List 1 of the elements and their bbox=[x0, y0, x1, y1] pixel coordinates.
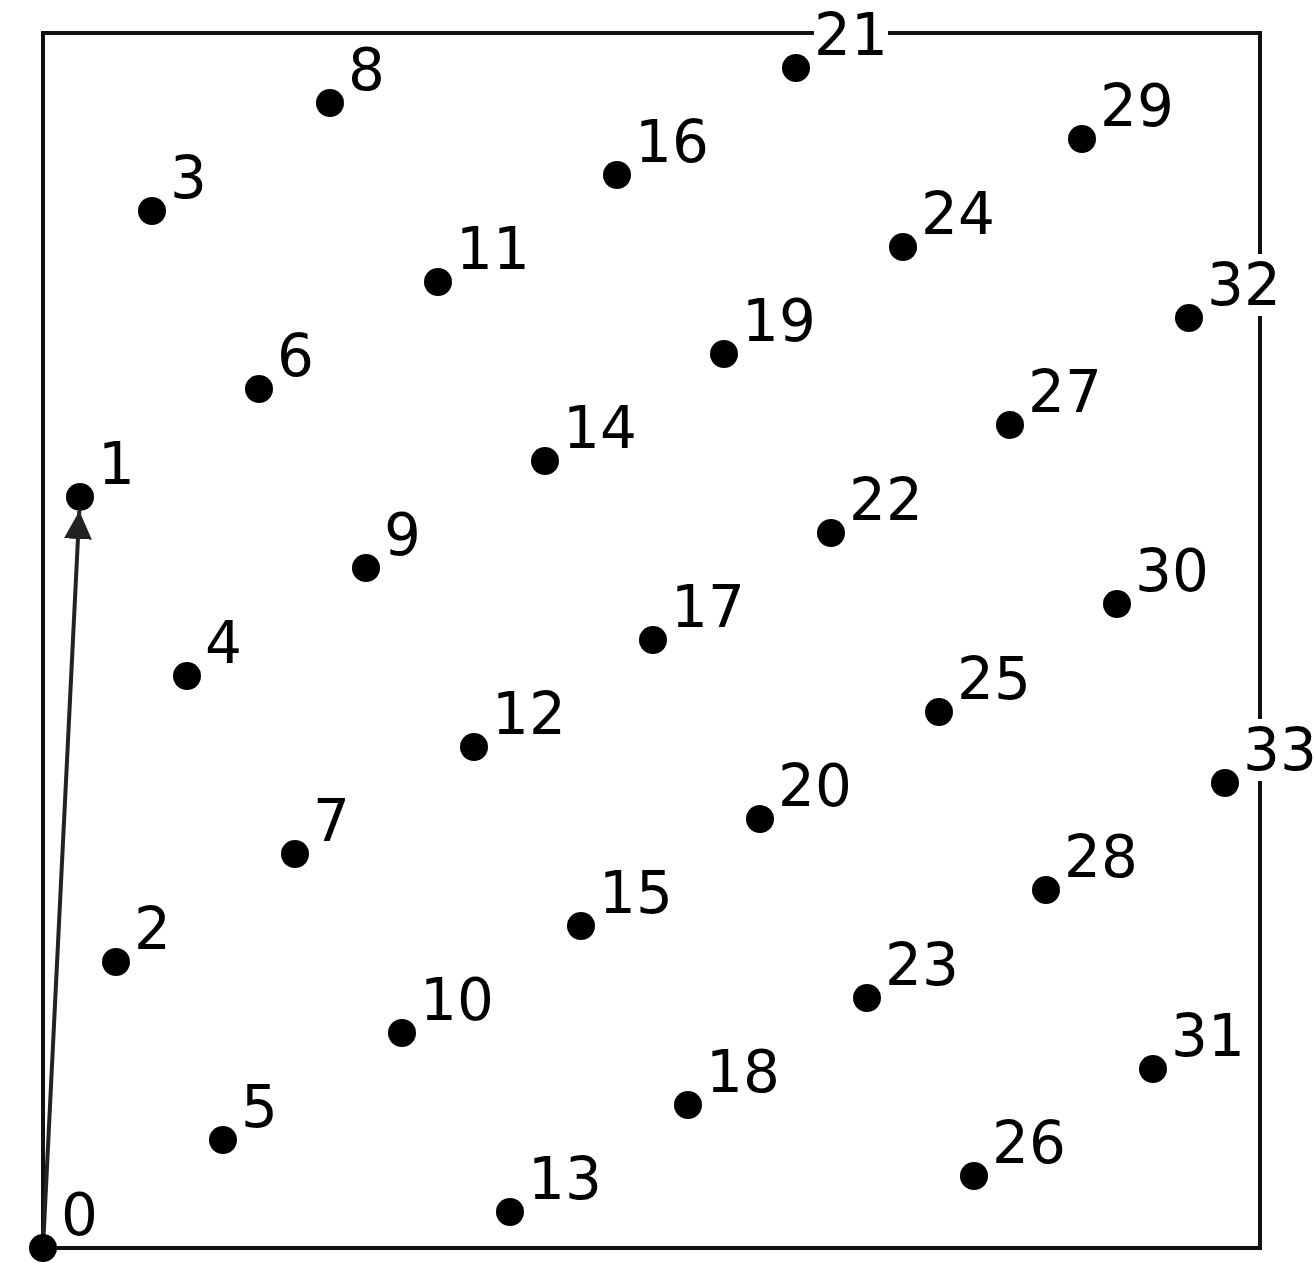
arrow bbox=[41, 510, 92, 1235]
